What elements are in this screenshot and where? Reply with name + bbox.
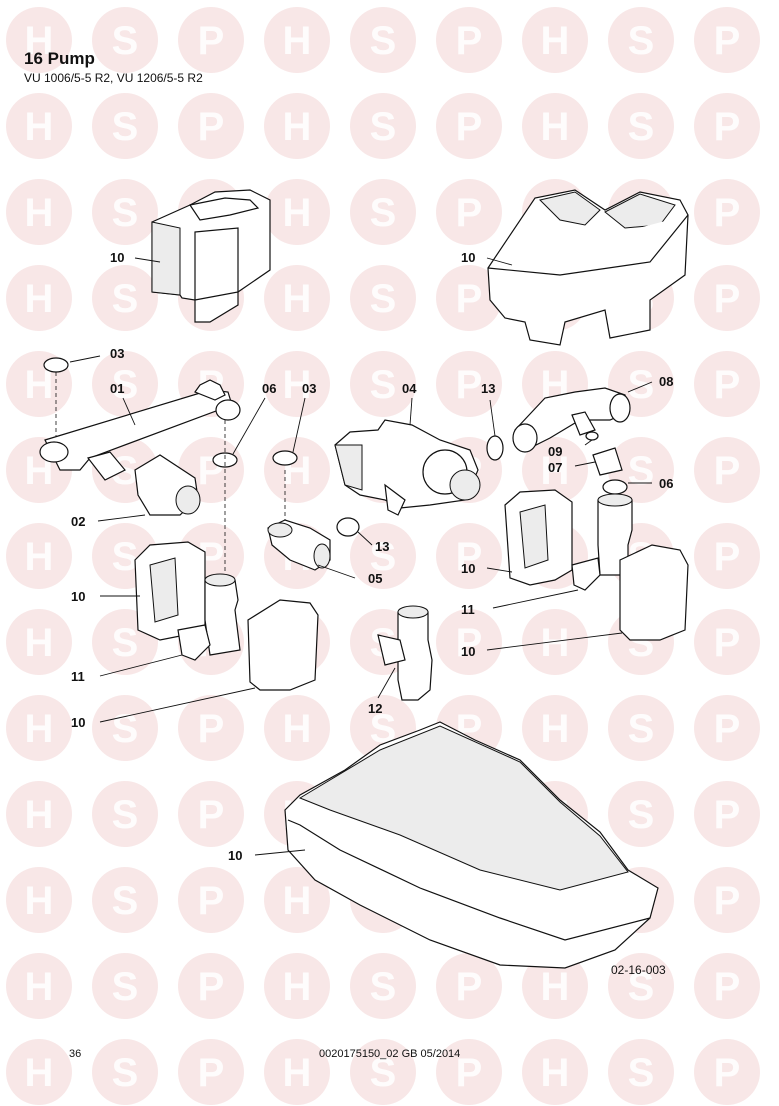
seal-ring-part-13-lower bbox=[336, 517, 360, 537]
model-subtitle: VU 1006/5-5 R2, VU 1206/5-5 R2 bbox=[24, 71, 203, 85]
callout-10-mid-right: 10 bbox=[461, 561, 475, 576]
callout-08: 08 bbox=[659, 374, 673, 389]
callout-03-middle: 03 bbox=[302, 381, 316, 396]
seal-ring-part-13-upper bbox=[486, 435, 504, 461]
ball-valve-part-11-right bbox=[492, 493, 633, 609]
insulation-part-top-left bbox=[134, 189, 271, 323]
sensor-part-07 bbox=[592, 447, 623, 476]
callout-10-lower-right: 10 bbox=[461, 644, 475, 659]
callout-11-left: 11 bbox=[71, 669, 85, 684]
elbow-part-05 bbox=[267, 519, 356, 579]
callout-02: 02 bbox=[71, 514, 85, 529]
callout-13-upper: 13 bbox=[481, 381, 495, 396]
page-number: 36 bbox=[69, 1048, 82, 1060]
callout-06-right: 06 bbox=[659, 476, 673, 491]
pipe-part-01 bbox=[39, 379, 241, 481]
document-id: 0020175150_02 GB 05/2014 bbox=[319, 1048, 461, 1060]
insulation-base-tray bbox=[254, 721, 659, 969]
valve-part-02 bbox=[97, 454, 201, 522]
callout-13-lower: 13 bbox=[375, 539, 389, 554]
seal-ring-part-06 bbox=[212, 452, 238, 468]
callout-03-left: 03 bbox=[110, 346, 124, 361]
callout-12: 12 bbox=[368, 701, 382, 716]
callout-01: 01 bbox=[110, 381, 124, 396]
insulation-shell-right-b bbox=[486, 544, 689, 651]
callout-11-right: 11 bbox=[461, 602, 475, 617]
callout-10-top-right: 10 bbox=[461, 250, 475, 265]
page-title: 16 Pump bbox=[24, 49, 95, 68]
insulation-shell-left-a bbox=[100, 541, 206, 641]
clip-part-09 bbox=[585, 431, 599, 441]
callout-10-top-left: 10 bbox=[110, 250, 124, 265]
callout-07: 07 bbox=[548, 460, 562, 475]
seal-ring-part-06-right bbox=[602, 479, 628, 495]
callout-10-base: 10 bbox=[228, 848, 242, 863]
seal-ring-part-03-left bbox=[43, 357, 69, 373]
callout-04: 04 bbox=[402, 381, 417, 396]
callout-06-left: 06 bbox=[262, 381, 276, 396]
callout-05: 05 bbox=[368, 571, 382, 586]
insulation-part-top-right bbox=[486, 189, 689, 346]
seal-ring-part-03-middle bbox=[272, 450, 298, 466]
callout-10-lower-left: 10 bbox=[71, 715, 85, 730]
callout-10-mid-left: 10 bbox=[71, 589, 85, 604]
pipe-part-08 bbox=[512, 381, 653, 453]
callout-09: 09 bbox=[548, 444, 562, 459]
pump-part-04 bbox=[334, 397, 481, 516]
figure-code: 02-16-003 bbox=[611, 963, 666, 977]
ball-valve-part-11-left bbox=[99, 573, 241, 677]
insulation-shell-left-b bbox=[99, 599, 319, 723]
insulation-shell-right-a bbox=[486, 489, 573, 586]
valve-part-12 bbox=[377, 605, 433, 701]
